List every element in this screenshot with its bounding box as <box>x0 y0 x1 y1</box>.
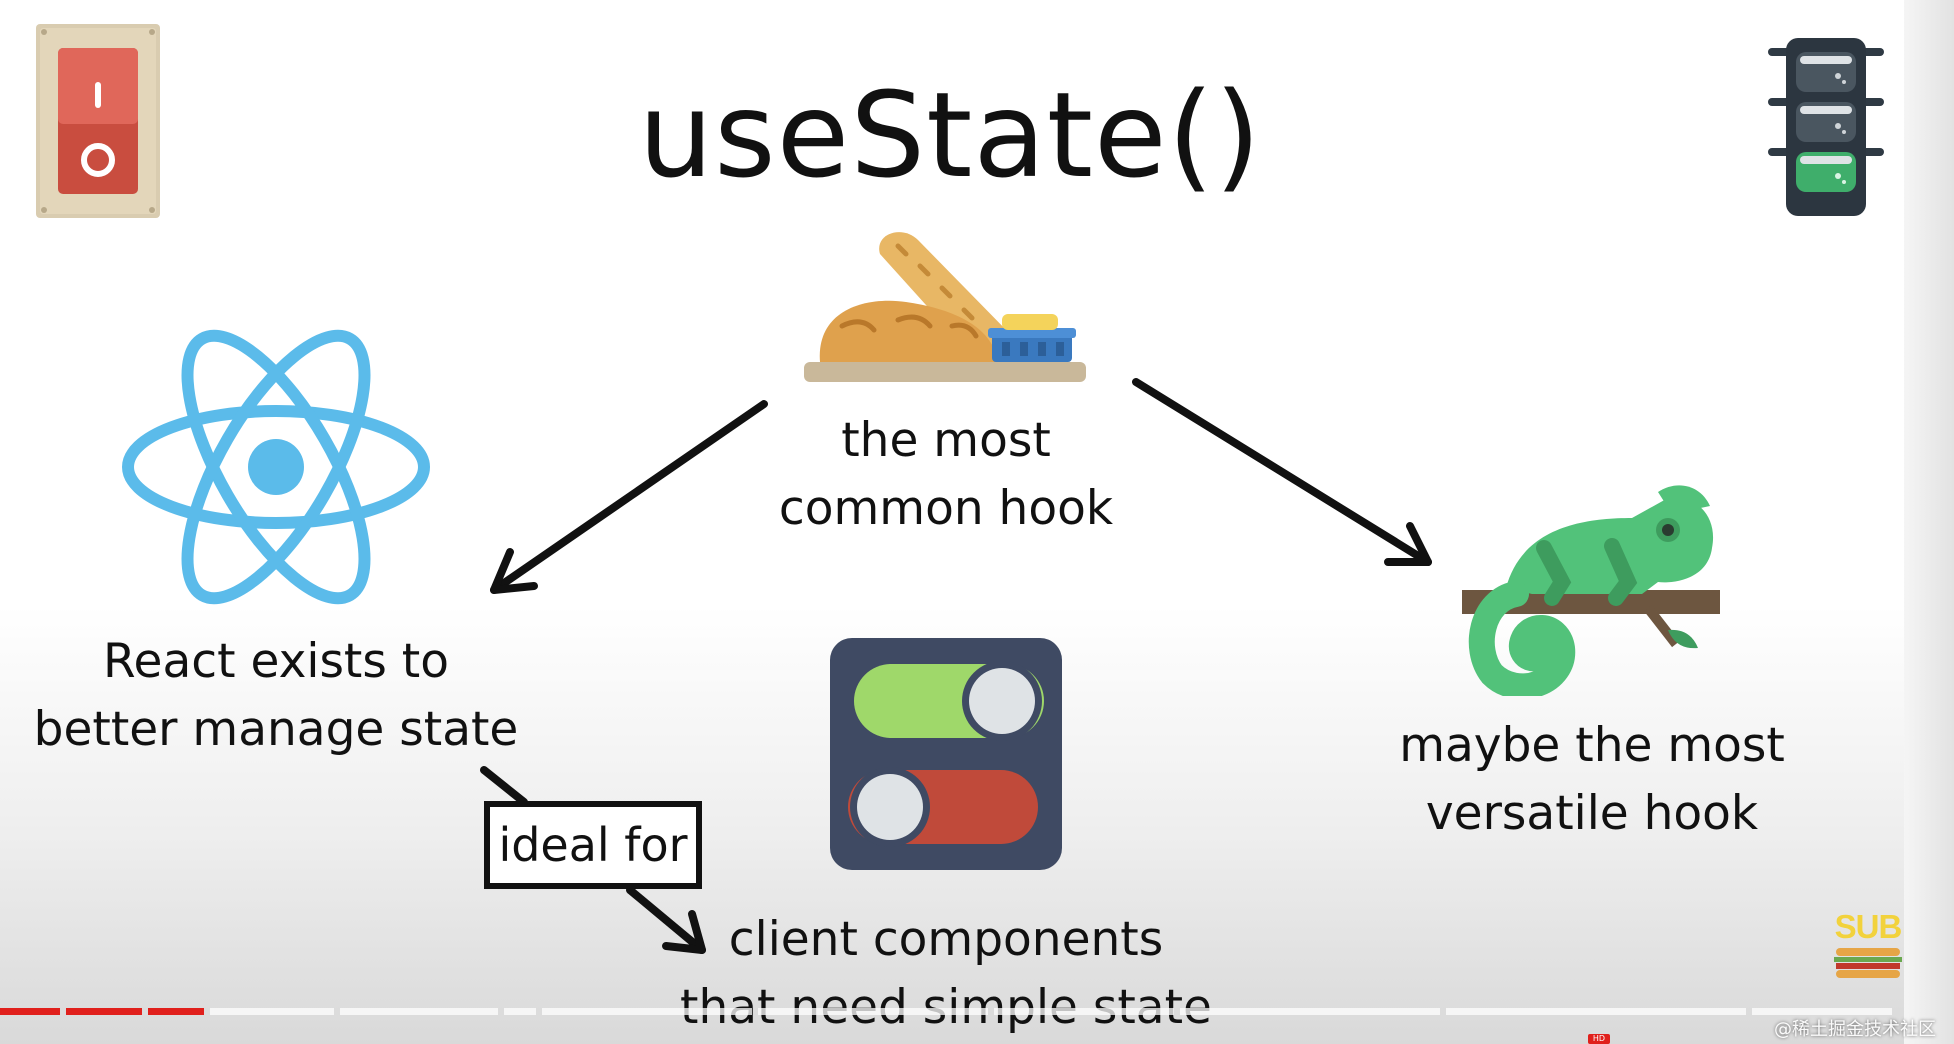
progress-segment <box>542 1008 752 1015</box>
arrow-to-react <box>490 400 768 594</box>
center-label-line1: the most <box>841 413 1051 468</box>
center-label: the most common hook <box>726 407 1166 543</box>
progress-segment <box>210 1008 334 1015</box>
progress-segment <box>66 1008 142 1015</box>
progress-segment <box>340 1008 498 1015</box>
progress-segment <box>0 1008 60 1015</box>
progress-segment <box>1752 1008 1892 1015</box>
progress-segment <box>1446 1008 1746 1015</box>
watermark: @稀土掘金技术社区 <box>1774 1019 1936 1040</box>
arrow-ideal-bottom <box>626 886 706 954</box>
slide-title: useState() <box>638 66 1262 204</box>
left-label-line1: React exists to <box>103 634 449 689</box>
arrow-ideal-top <box>480 766 528 806</box>
right-label-line2: versatile hook <box>1425 786 1759 841</box>
light-switch-icon <box>36 24 160 218</box>
bread-icon <box>804 232 1086 382</box>
frame-edge <box>1904 0 1954 1044</box>
right-label: maybe the most versatile hook <box>1372 712 1812 848</box>
channel-badge[interactable]: SUB <box>1826 908 1910 988</box>
progress-segment <box>1180 1008 1440 1015</box>
right-label-line1: maybe the most <box>1399 718 1785 773</box>
center-label-line2: common hook <box>778 481 1114 536</box>
bottom-label: client components that need simple state <box>676 906 1216 1042</box>
bottom-label-line2: that need simple state <box>676 974 1216 1042</box>
bottom-label-line1: client components <box>728 912 1164 967</box>
video-progress-bar[interactable] <box>0 1008 1900 1015</box>
chameleon-icon <box>1462 485 1720 696</box>
toggle-switches-icon <box>830 638 1062 870</box>
arrow-to-chameleon <box>1132 378 1432 566</box>
progress-segment <box>148 1008 204 1015</box>
progress-segment <box>758 1008 988 1015</box>
react-logo-icon <box>122 329 430 605</box>
quality-badge: HD <box>1588 1034 1610 1044</box>
progress-segment <box>994 1008 1174 1015</box>
progress-segment <box>504 1008 536 1015</box>
sandwich-icon <box>1834 948 1902 978</box>
left-label: React exists to better manage state <box>26 628 526 764</box>
left-label-line2: better manage state <box>33 702 519 757</box>
channel-badge-text: SUB <box>1834 908 1903 945</box>
traffic-light-icon <box>1768 38 1884 216</box>
ideal-for-box: ideal for <box>484 801 702 889</box>
